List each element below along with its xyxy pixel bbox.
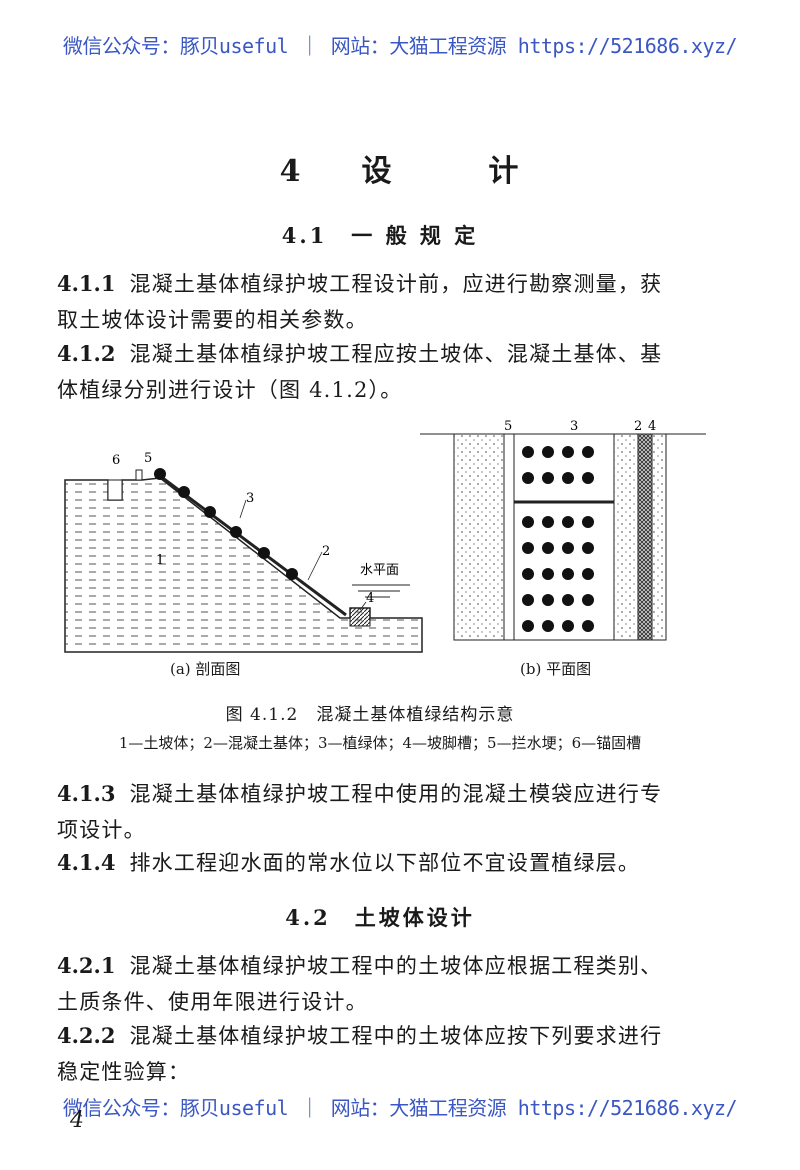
figure-b-caption: (b) 平面图 bbox=[520, 660, 592, 678]
clause-number: 4.2.2 bbox=[57, 1023, 116, 1048]
clause-number: 4.2.1 bbox=[57, 953, 116, 978]
clause-4-1-4: 4.1.4 排水工程迎水面的常水位以下部位不宜设置植绿层。 bbox=[57, 845, 747, 881]
clause-4-1-1: 4.1.1 混凝土基体植绿护坡工程设计前，应进行勘察测量，获 取土坡体设计需要的相… bbox=[57, 266, 747, 338]
clause-number: 4.1.3 bbox=[57, 781, 116, 806]
fig-a-label-5: 5 bbox=[144, 451, 152, 466]
fig-a-label-1: 1 bbox=[156, 553, 164, 568]
clause-text-line1: 混凝土基体植绿护坡工程中使用的混凝土模袋应进行专 bbox=[129, 782, 663, 806]
fig-a-label-3: 3 bbox=[246, 491, 254, 506]
chapter-title-b: 计 bbox=[488, 154, 521, 189]
clause-4-1-3: 4.1.3 混凝土基体植绿护坡工程中使用的混凝土模袋应进行专 项设计。 bbox=[57, 776, 747, 848]
clause-number: 4.1.2 bbox=[57, 341, 116, 366]
fig-b-label-2: 2 bbox=[634, 419, 642, 434]
fig-b-label-3: 3 bbox=[570, 419, 578, 434]
clause-text-line1: 排水工程迎水面的常水位以下部位不宜设置植绿层。 bbox=[129, 851, 641, 875]
section-heading-4-1: 4.1 一 般 规 定 bbox=[281, 223, 479, 248]
clause-text-line1: 混凝土基体植绿护坡工程应按土坡体、混凝土基体、基 bbox=[129, 342, 663, 366]
water-level-label: 水平面 bbox=[360, 563, 399, 578]
figure-a-caption: (a) 剖面图 bbox=[170, 660, 241, 678]
section-heading-4-2: 4.2 土坡体设计 bbox=[285, 905, 475, 930]
fig-a-label-6: 6 bbox=[112, 453, 120, 468]
figure-title: 图 4.1.2 混凝土基体植绿结构示意 bbox=[225, 705, 515, 725]
fig-a-label-2: 2 bbox=[322, 544, 330, 559]
clause-4-1-2: 4.1.2 混凝土基体植绿护坡工程应按土坡体、混凝土基体、基 体植绿分别进行设计（… bbox=[57, 336, 747, 408]
fig-b-label-5: 5 bbox=[504, 419, 512, 434]
figure-b-plan-diagram: 5 3 2 4 bbox=[420, 419, 706, 641]
clause-4-2-2: 4.2.2 混凝土基体植绿护坡工程中的土坡体应按下列要求进行 稳定性验算： bbox=[57, 1018, 747, 1090]
clause-number: 4.1.4 bbox=[57, 850, 116, 875]
watermark-bottom: 微信公众号：豚贝useful ｜ 网站：大猫工程资源 https://52168… bbox=[62, 1096, 738, 1120]
clause-4-2-1: 4.2.1 混凝土基体植绿护坡工程中的土坡体应根据工程类别、 土质条件、使用年限进… bbox=[57, 948, 747, 1020]
clause-text-line2: 项设计。 bbox=[57, 818, 146, 842]
fig-b-label-4: 4 bbox=[648, 419, 656, 434]
clause-text-line2: 取土坡体设计需要的相关参数。 bbox=[57, 308, 368, 332]
fig-a-label-4: 4 bbox=[366, 591, 374, 606]
page-number: 4 bbox=[70, 1108, 84, 1133]
clause-text-line2: 稳定性验算： bbox=[57, 1060, 191, 1084]
chapter-number: 4 bbox=[279, 154, 303, 189]
clause-text-line1: 混凝土基体植绿护坡工程中的土坡体应按下列要求进行 bbox=[129, 1024, 663, 1048]
figure-a-section-diagram: 6 5 3 2 水平面 4 1 bbox=[64, 451, 423, 653]
clause-text-line2: 土质条件、使用年限进行设计。 bbox=[57, 990, 368, 1014]
clause-number: 4.1.1 bbox=[57, 271, 116, 296]
chapter-heading: 4 设 计 bbox=[0, 146, 800, 190]
clause-text-line1: 混凝土基体植绿护坡工程设计前，应进行勘察测量，获 bbox=[129, 272, 663, 296]
clause-text-line2: 体植绿分别进行设计（图 4.1.2）。 bbox=[57, 378, 403, 402]
chapter-title-a: 设 bbox=[361, 154, 394, 189]
clause-text-line1: 混凝土基体植绿护坡工程中的土坡体应根据工程类别、 bbox=[129, 954, 663, 978]
figure-legend: 1—土坡体；2—混凝土基体；3—植绿体；4—坡脚槽；5—拦水埂；6—锚固槽 bbox=[118, 734, 642, 752]
watermark-top: 微信公众号：豚贝useful ｜ 网站：大猫工程资源 https://52168… bbox=[62, 34, 738, 58]
